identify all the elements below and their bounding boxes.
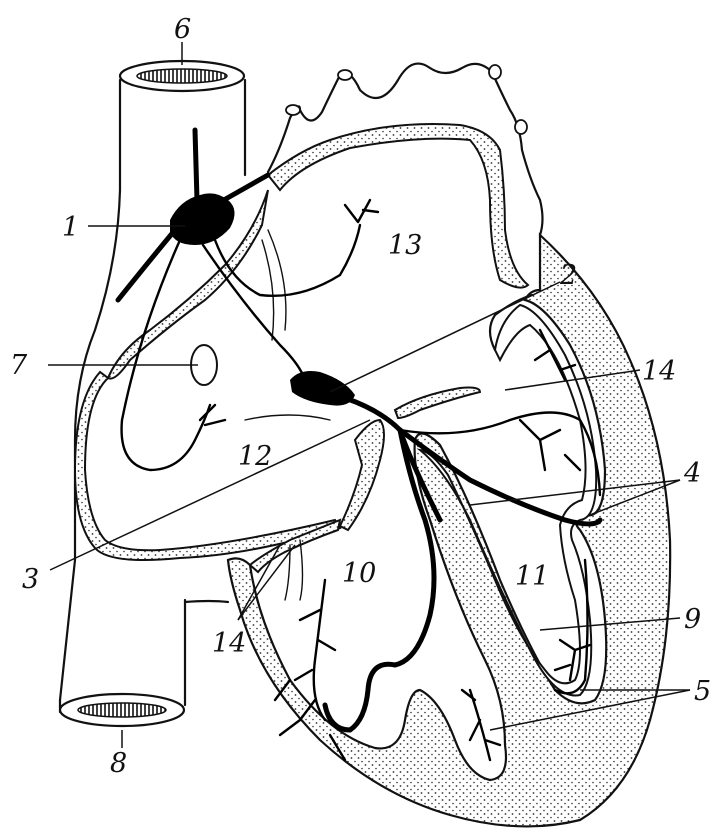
label-6: 6 (174, 14, 191, 45)
label-4: 4 (683, 458, 701, 489)
label-8: 8 (110, 748, 127, 779)
label-14-lower: 14 (212, 628, 246, 659)
label-5: 5 (694, 676, 711, 707)
atrial-wall (268, 124, 528, 288)
label-7: 7 (10, 350, 28, 381)
label-14-upper: 14 (642, 356, 676, 387)
label-1: 1 (62, 212, 79, 243)
label-3: 3 (22, 564, 39, 595)
superior-vena-cava (60, 61, 245, 700)
label-2: 2 (559, 260, 577, 291)
label-11: 11 (515, 561, 549, 592)
label-10: 10 (342, 558, 376, 589)
inferior-vena-cava (60, 600, 228, 726)
label-12: 12 (238, 441, 272, 472)
label-9: 9 (684, 604, 701, 635)
label-13: 13 (388, 230, 422, 261)
